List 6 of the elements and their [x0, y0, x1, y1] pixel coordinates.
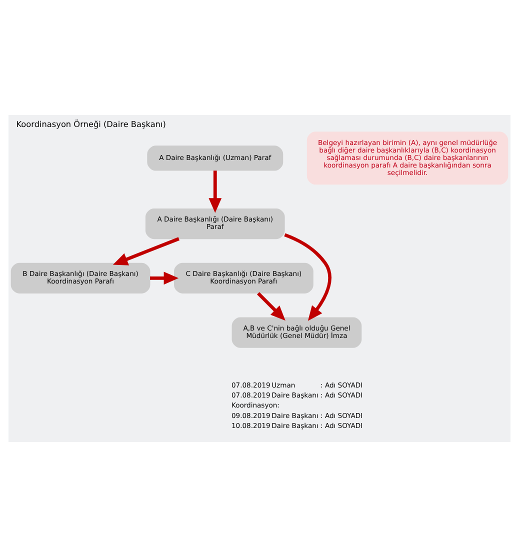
diagram-title: Koordinasyon Örneği (Daire Başkanı)	[16, 118, 166, 128]
arrow	[256, 292, 286, 320]
arrow	[284, 232, 332, 320]
arrow	[150, 271, 179, 284]
arrow	[112, 236, 180, 265]
arrow	[208, 170, 222, 212]
